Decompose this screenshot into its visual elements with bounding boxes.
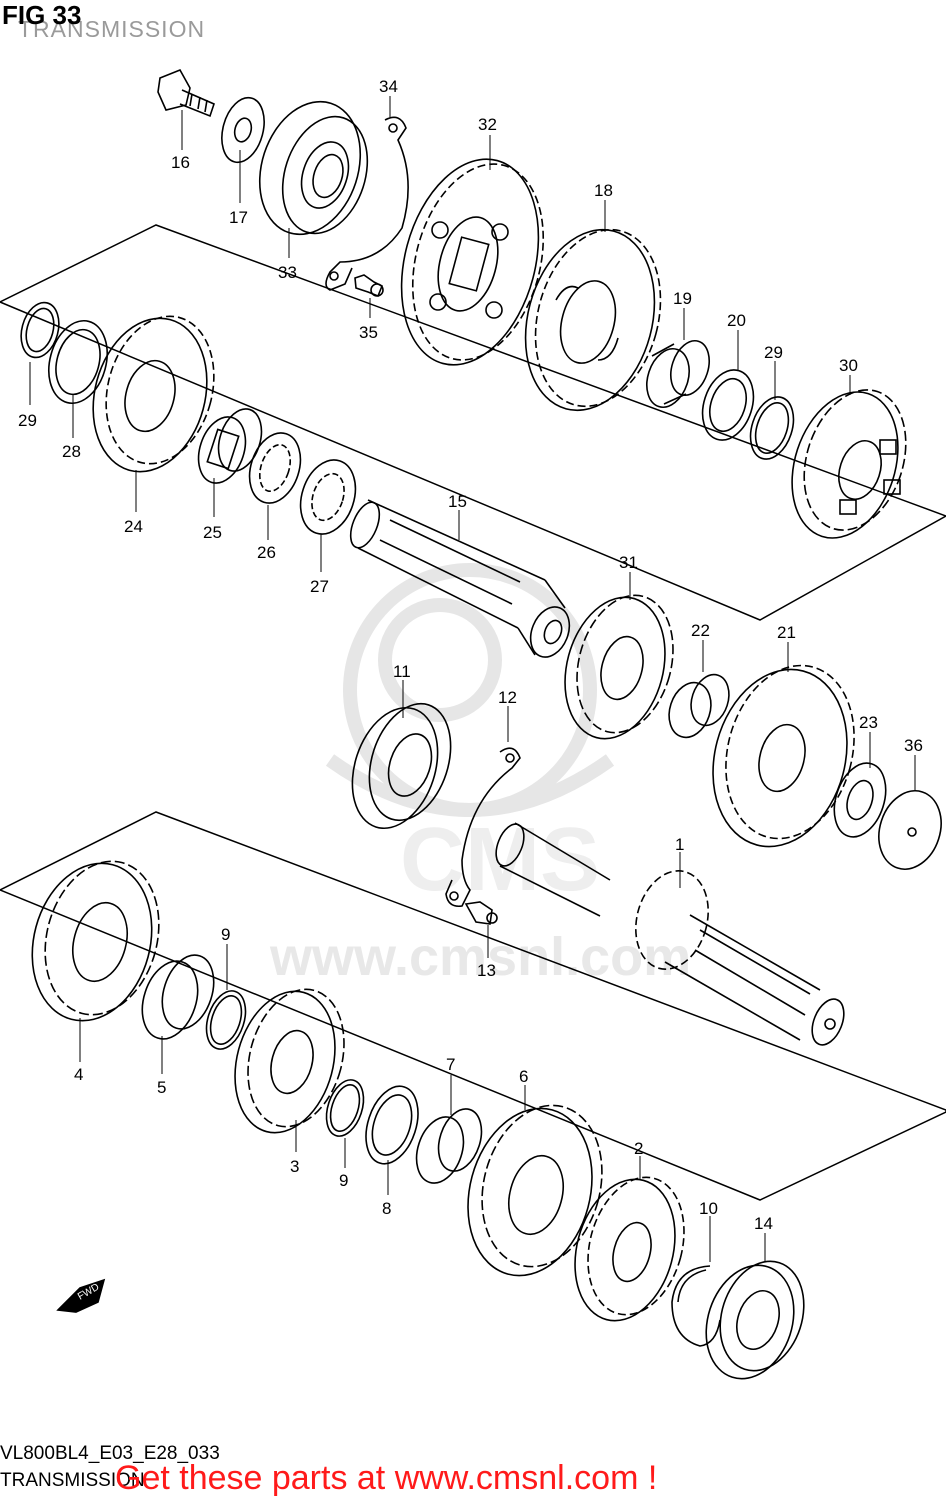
part-15-countershaft[interactable] — [345, 498, 577, 663]
label-part-16: 16 — [171, 153, 190, 172]
label-part-2: 2 — [634, 1139, 643, 1158]
part-5-bushing[interactable] — [133, 948, 223, 1046]
fwd-arrow-icon — [56, 1278, 106, 1313]
upper-group-outline — [0, 224, 946, 621]
part-29-circlip-right[interactable] — [743, 391, 801, 464]
part-9-circlip-lower[interactable] — [320, 1075, 370, 1141]
part-29-circlip-left[interactable] — [15, 298, 64, 361]
label-part-1: 1 — [675, 835, 684, 854]
label-part-9-lower: 9 — [339, 1171, 348, 1190]
label-part-21: 21 — [777, 623, 796, 642]
part-31-gear[interactable] — [550, 584, 688, 749]
label-part-26: 26 — [257, 543, 276, 562]
label-part-13: 13 — [477, 961, 496, 980]
label-part-29-left: 29 — [18, 411, 37, 430]
label-part-36: 36 — [904, 736, 923, 755]
watermark-logo — [325, 563, 615, 817]
label-part-22: 22 — [691, 621, 710, 640]
label-part-7: 7 — [446, 1055, 455, 1074]
part-24-gear[interactable] — [77, 304, 230, 484]
label-part-33: 33 — [278, 263, 297, 282]
label-part-4: 4 — [74, 1065, 83, 1084]
part-27-lock-washer[interactable] — [292, 453, 365, 541]
label-part-11: 11 — [393, 662, 411, 681]
label-part-15: 15 — [448, 492, 467, 511]
figure-title: TRANSMISSION — [18, 16, 206, 42]
lower-group-outline — [0, 811, 946, 1201]
label-part-24: 24 — [124, 517, 143, 536]
part-12-retainer[interactable] — [445, 747, 521, 908]
part-20-washer[interactable] — [694, 363, 762, 446]
label-part-20: 20 — [727, 311, 746, 330]
part-10-circlip[interactable] — [671, 1265, 721, 1347]
label-part-6: 6 — [519, 1067, 528, 1086]
label-part-17: 17 — [229, 208, 248, 227]
part-19-bushing[interactable] — [640, 336, 716, 413]
part-1-mainshaft[interactable] — [491, 820, 850, 1049]
part-21-gear[interactable] — [694, 651, 873, 862]
label-part-12: 12 — [498, 688, 517, 707]
part-11-bearing[interactable] — [338, 693, 465, 839]
label-part-25: 25 — [203, 523, 222, 542]
label-part-19: 19 — [673, 289, 692, 308]
part-4-gear[interactable] — [15, 848, 175, 1034]
group-outlines — [0, 224, 946, 1201]
label-part-18: 18 — [594, 181, 613, 200]
part-3-gear[interactable] — [220, 978, 359, 1143]
drawing-code: VL800BL4_E03_E28_033 — [0, 1443, 220, 1464]
label-part-14: 14 — [754, 1214, 773, 1233]
figure-number: FIG 33 — [2, 0, 82, 30]
part-7-bushing[interactable] — [409, 1103, 489, 1189]
label-part-34: 34 — [379, 77, 398, 96]
part-16-bolt[interactable] — [157, 68, 215, 118]
part-14-bearing[interactable] — [692, 1250, 817, 1390]
part-26-lock-washer[interactable] — [241, 426, 309, 509]
watermark-logo-text: CMS — [400, 810, 600, 910]
part-35-screw[interactable] — [354, 274, 384, 298]
leader-lines — [29, 96, 916, 1262]
part-18-gear[interactable] — [506, 215, 679, 425]
part-30-gear[interactable] — [774, 377, 923, 552]
part-13-screw[interactable] — [464, 901, 498, 925]
label-part-9-upper: 9 — [221, 925, 230, 944]
part-labels: 1 2 3 4 5 6 7 8 9 9 10 11 12 13 14 15 16… — [18, 77, 923, 1233]
part-25-bushing[interactable] — [191, 403, 269, 489]
part-2-gear[interactable] — [560, 1166, 699, 1331]
part-22-bushing[interactable] — [662, 670, 735, 743]
label-part-23: 23 — [859, 713, 878, 732]
part-6-gear[interactable] — [450, 1092, 619, 1290]
label-part-27: 27 — [310, 577, 329, 596]
footer-title: TRANSMISSION — [0, 1470, 145, 1491]
part-32-gear[interactable] — [380, 144, 564, 380]
label-part-3: 3 — [290, 1157, 299, 1176]
label-part-8: 8 — [382, 1199, 391, 1218]
part-33-bearing[interactable] — [243, 88, 381, 247]
part-8-washer[interactable] — [357, 1080, 427, 1171]
call-to-action-link[interactable]: Get these parts at www.cmsnl.com ! — [115, 1459, 658, 1497]
part-28-washer[interactable] — [40, 314, 116, 410]
part-9-circlip-upper[interactable] — [200, 986, 253, 1054]
label-part-35: 35 — [359, 323, 378, 342]
label-part-30: 30 — [839, 356, 858, 375]
part-34-retainer[interactable] — [325, 116, 409, 291]
part-36-seal[interactable] — [869, 783, 946, 878]
watermark-text: www.cmsnl.com — [269, 927, 691, 987]
part-17-washer[interactable] — [215, 93, 271, 167]
part-23-washer[interactable] — [825, 756, 894, 843]
label-part-10: 10 — [699, 1199, 718, 1218]
label-part-5: 5 — [157, 1078, 166, 1097]
label-part-29-right: 29 — [764, 343, 783, 362]
label-part-31: 31 — [619, 553, 638, 572]
label-part-32: 32 — [478, 115, 497, 134]
label-part-28: 28 — [62, 442, 81, 461]
